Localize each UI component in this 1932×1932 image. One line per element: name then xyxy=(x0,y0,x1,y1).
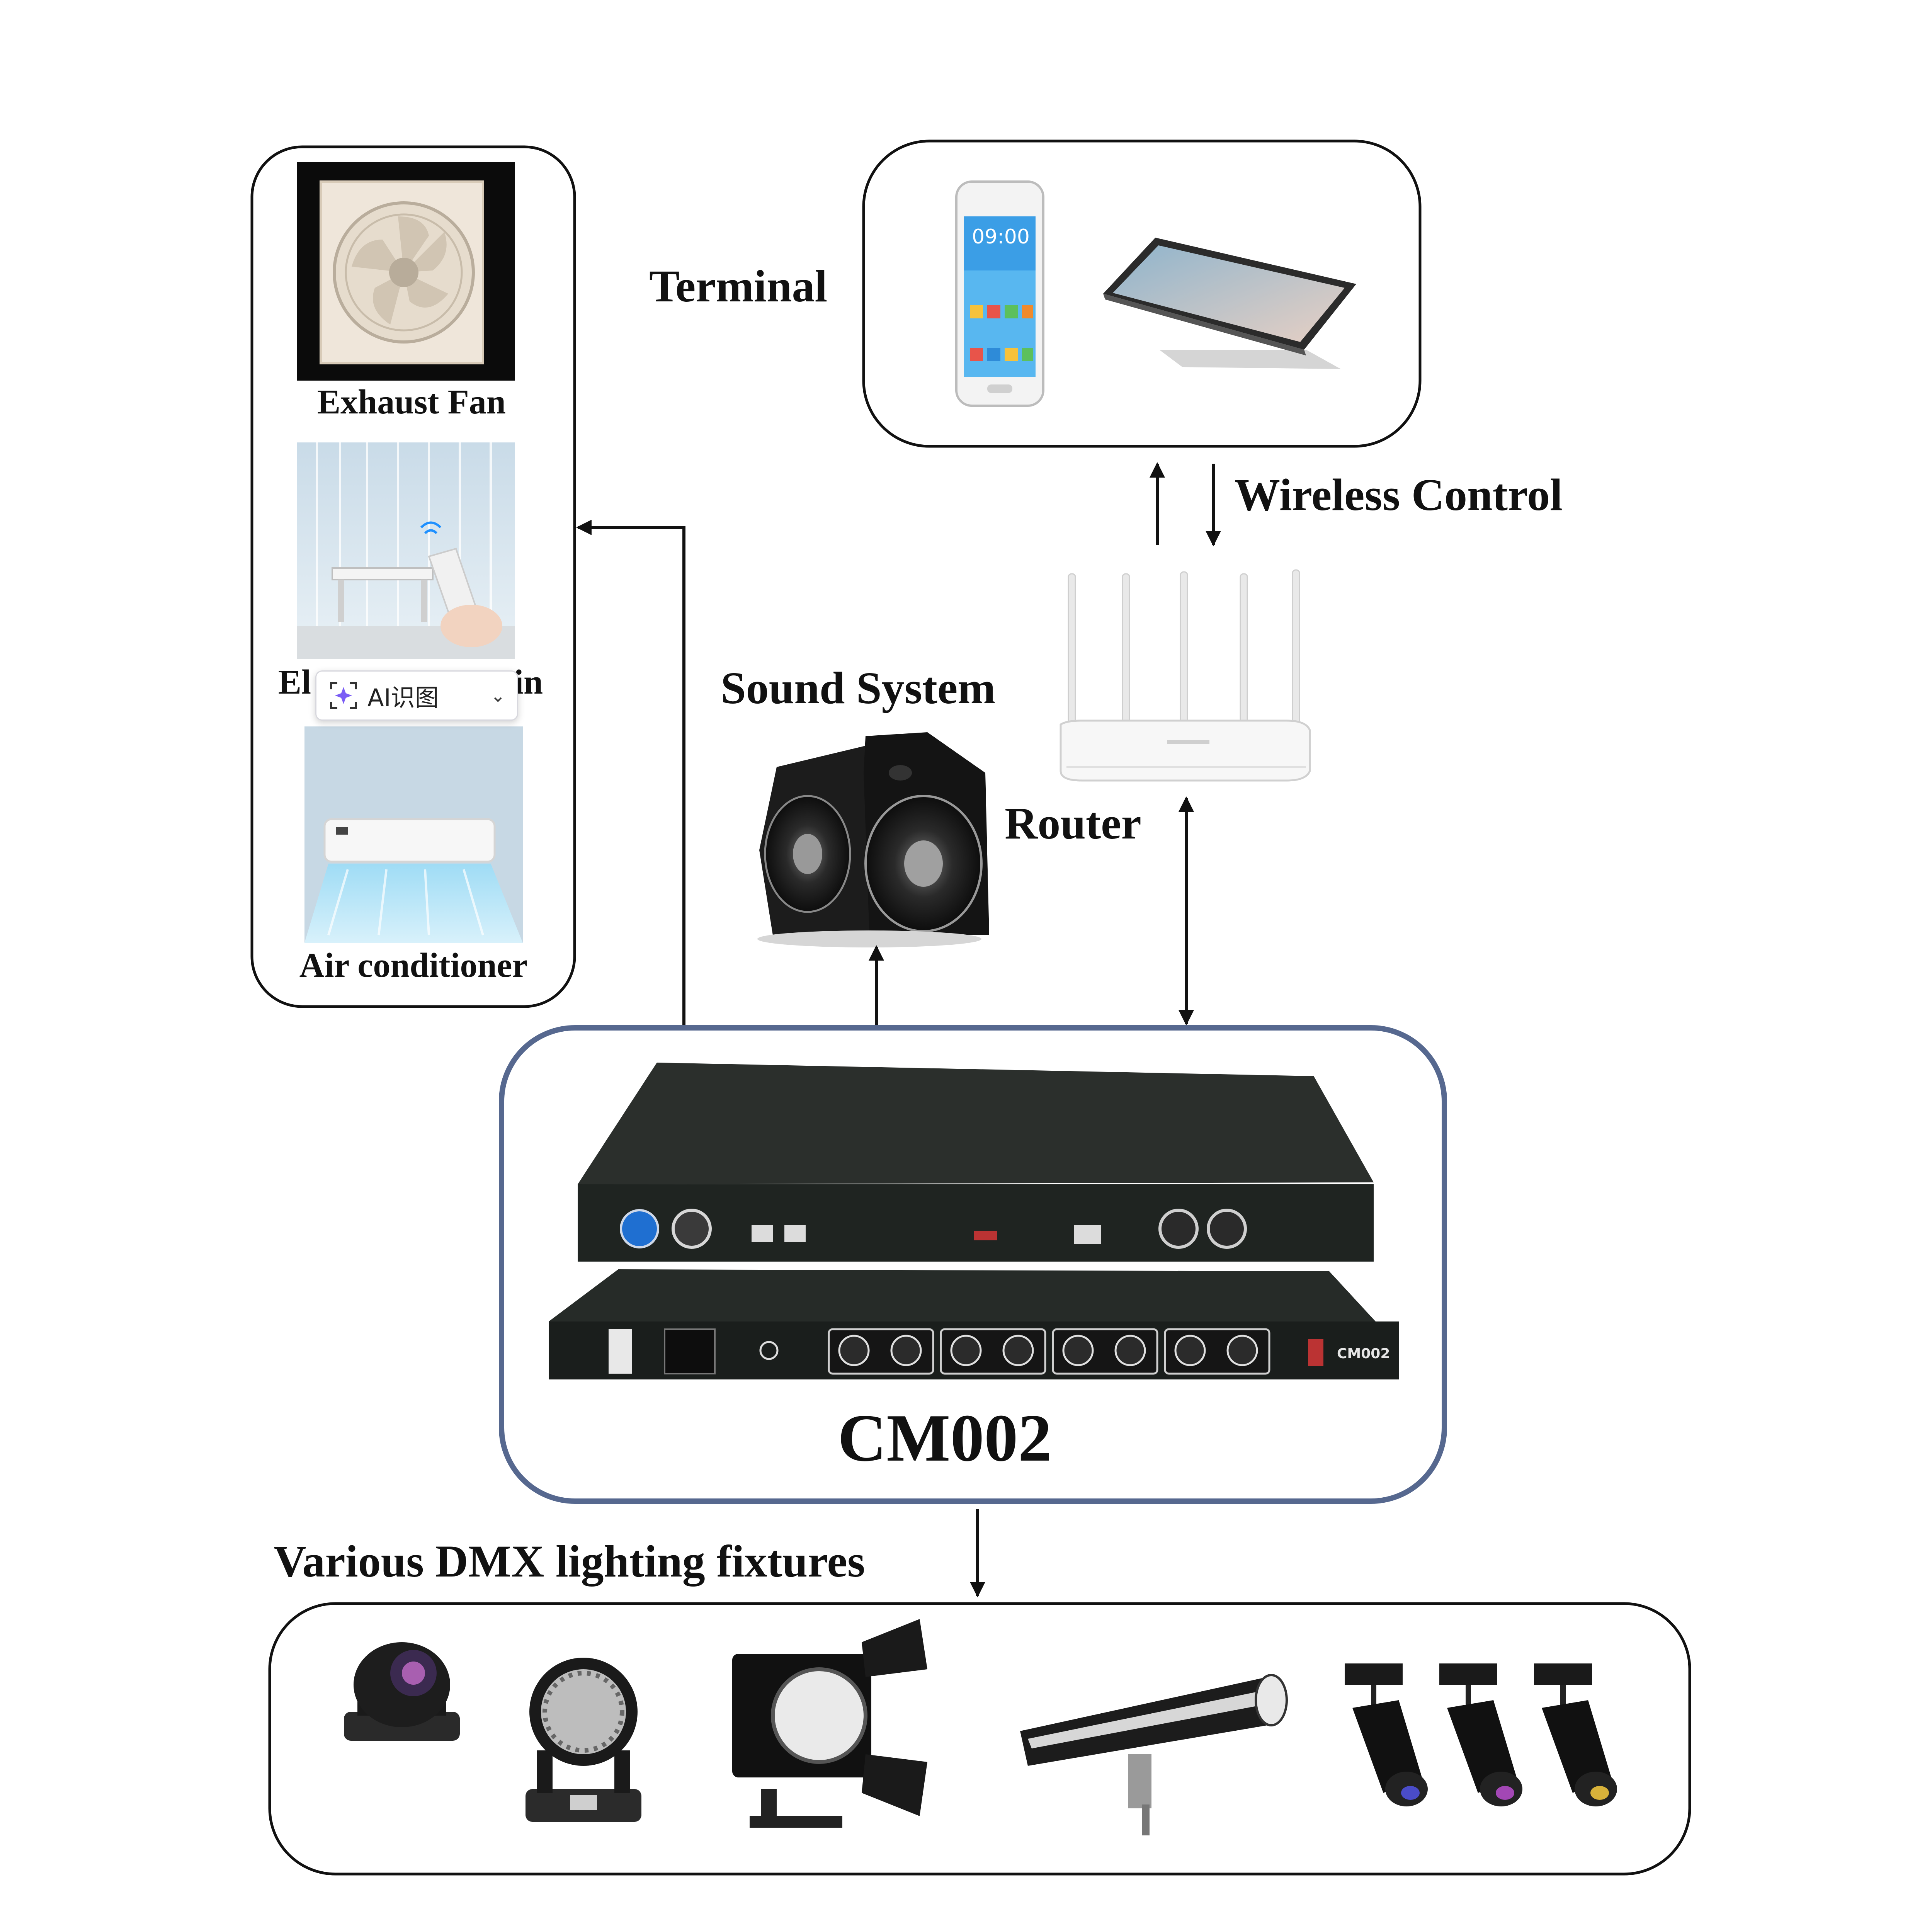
ai-sparkle-icon xyxy=(330,682,357,709)
phone-time-text: 09:00 xyxy=(972,225,1030,248)
electric-curtain-label-start: El xyxy=(278,663,311,701)
ai-recognize-label: AI识图 xyxy=(367,684,439,712)
profile-spot-fixtures xyxy=(1345,1663,1617,1806)
air-conditioner-image xyxy=(304,726,523,943)
exhaust-fan-image xyxy=(297,162,515,381)
controller-rear-unit xyxy=(578,1063,1374,1262)
electric-curtain-label-end: in xyxy=(514,663,543,701)
controller-label: CM002 xyxy=(838,1400,1052,1475)
router-label: Router xyxy=(1005,798,1141,849)
terminal-label: Terminal xyxy=(649,261,827,311)
tablet-icon xyxy=(1103,238,1356,369)
smartphone-icon: 09:00 xyxy=(955,180,1044,407)
ai-recognize-button[interactable]: AI识图 ⌄ xyxy=(315,670,518,721)
moving-head-fixture-1 xyxy=(344,1642,460,1741)
dmx-fixtures-label: Various DMX lighting fixtures xyxy=(274,1536,865,1587)
chevron-down-icon[interactable]: ⌄ xyxy=(490,685,505,706)
appliance-feed-arrow xyxy=(576,520,685,1026)
fresnel-fixture xyxy=(732,1619,927,1828)
moving-head-fixture-2 xyxy=(526,1658,641,1822)
follow-spot-fixture xyxy=(1020,1674,1288,1835)
wireless-control-label: Wireless Control xyxy=(1235,469,1563,520)
exhaust-fan-label: Exhaust Fan xyxy=(317,383,506,421)
speakers-icon xyxy=(757,732,989,947)
controller-front-unit: CM002 xyxy=(549,1269,1399,1379)
electric-curtain-image xyxy=(297,442,515,659)
sound-system-label: Sound System xyxy=(721,663,996,713)
panel-model-text: CM002 xyxy=(1337,1346,1390,1362)
router-icon xyxy=(1060,569,1311,782)
air-conditioner-label: Air conditioner xyxy=(299,946,528,985)
